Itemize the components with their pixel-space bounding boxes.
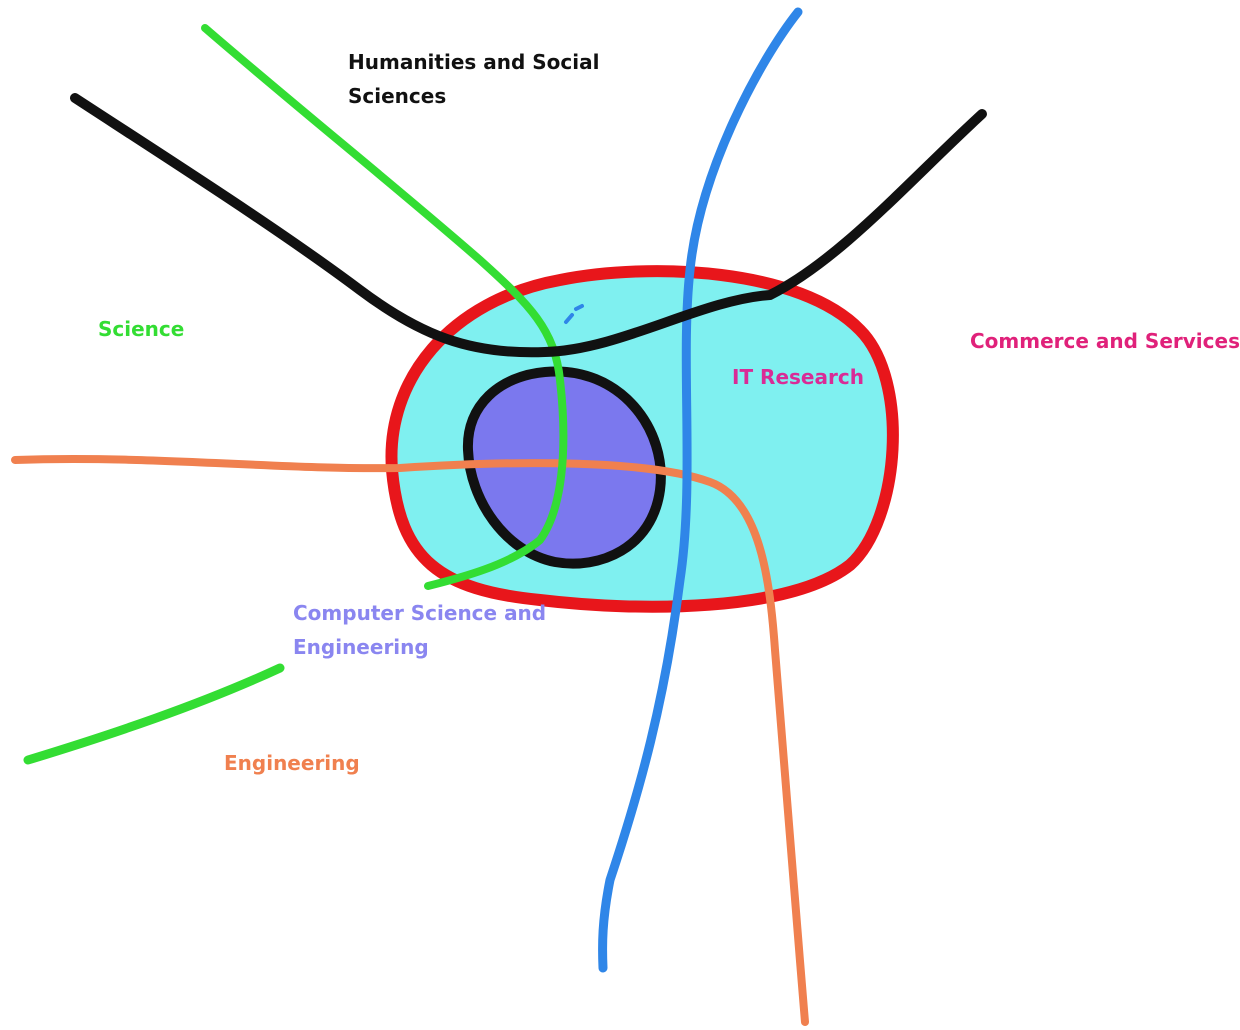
science-label: Science bbox=[98, 317, 185, 341]
stray-mark bbox=[564, 304, 584, 324]
it-research-label: IT Research bbox=[732, 365, 864, 389]
humanities-line bbox=[70, 93, 987, 358]
engineering-label: Engineering bbox=[224, 751, 360, 775]
commerce-line bbox=[598, 7, 803, 973]
humanities-label-line1: Humanities and Social bbox=[348, 50, 600, 74]
cse-label-line2: Engineering bbox=[293, 635, 429, 659]
humanities-label-line2: Sciences bbox=[348, 84, 447, 108]
science-line-lower bbox=[23, 663, 285, 765]
cse-label-line1: Computer Science and bbox=[293, 601, 547, 625]
humanities-label: Humanities and Social Sciences bbox=[348, 45, 599, 113]
engineering-line bbox=[11, 454, 809, 1026]
commerce-label: Commerce and Services bbox=[970, 329, 1240, 353]
cse-label: Computer Science and Engineering bbox=[293, 596, 546, 664]
